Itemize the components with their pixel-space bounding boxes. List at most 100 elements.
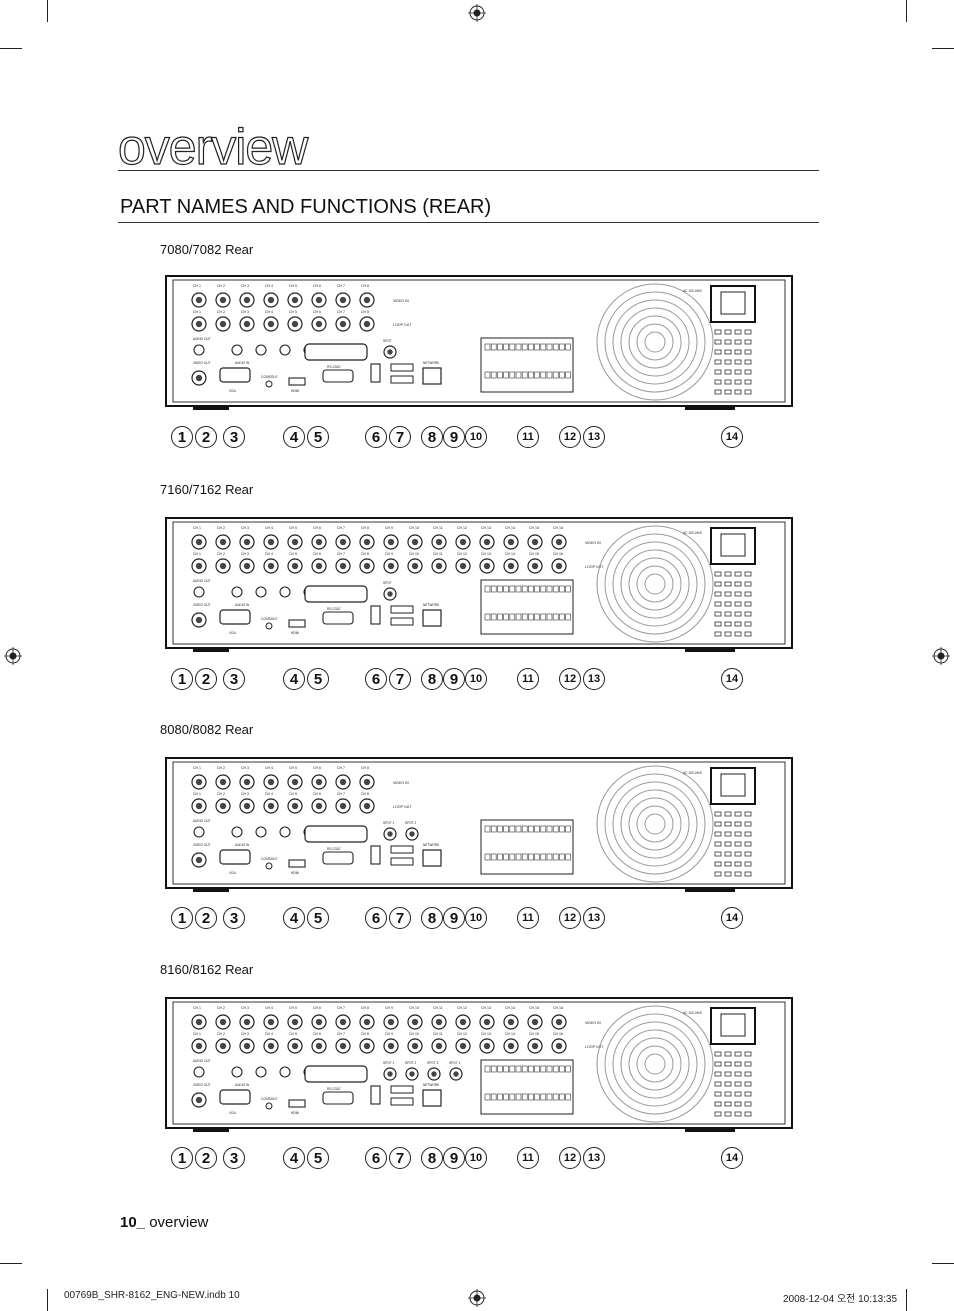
channel-label: CH 8 [361, 526, 369, 530]
fan-grille [636, 323, 674, 361]
channel-label: CH 13 [481, 1006, 491, 1010]
channel-label: CH 13 [481, 526, 491, 530]
terminal-pin [497, 1093, 503, 1101]
crop-mark [0, 48, 22, 49]
console-label: CONSOLE [261, 1097, 278, 1101]
vent-slot [734, 379, 742, 385]
panel-caption: 8160/8162 Rear [160, 962, 254, 977]
channel-label: CH 11 [433, 552, 443, 556]
vent-slot [744, 851, 752, 857]
channel-label: CH 6 [313, 552, 321, 556]
terminal-pin [540, 585, 547, 593]
video-in-label: VIDEO IN [393, 299, 409, 303]
vent-slot [714, 591, 722, 597]
vent-slot [724, 581, 732, 587]
fan-grille [596, 1005, 714, 1123]
sata-port [390, 845, 414, 854]
channel-label: CH 15 [529, 526, 539, 530]
vent-slot [714, 601, 722, 607]
terminal-pin [503, 1065, 509, 1073]
crop-mark [932, 48, 954, 49]
terminal-pin [546, 343, 553, 351]
bnc-connector-core [387, 591, 393, 597]
channel-label: CH 9 [385, 552, 393, 556]
terminal-pin [521, 853, 528, 861]
vent-slot [744, 861, 752, 867]
bnc-connector-core [219, 778, 227, 786]
bnc-connector-core [387, 562, 395, 570]
terminal-pin [565, 1093, 571, 1101]
rs232-label: RS-232C [327, 847, 341, 851]
callout-number: 6 [365, 907, 387, 929]
channel-label: CH 6 [313, 284, 321, 288]
terminal-pin [509, 613, 516, 621]
console-port [265, 1102, 273, 1110]
terminal-pin [484, 371, 491, 379]
terminal-pin [509, 853, 516, 861]
video-in-label: VIDEO IN [585, 541, 601, 545]
chassis-foot [685, 406, 735, 410]
callout-number: 12 [559, 668, 581, 690]
channel-label: CH 4 [265, 766, 273, 770]
chassis-foot [193, 648, 229, 652]
rca-connector [193, 586, 205, 598]
channel-label: CH 5 [289, 552, 297, 556]
hdmi-port [288, 859, 306, 868]
terminal-pin [515, 1093, 522, 1101]
channel-label: CH 6 [313, 526, 321, 530]
channel-label: CH 4 [265, 310, 273, 314]
fan-grille [620, 307, 690, 377]
vent-slot [714, 821, 722, 827]
sata-port [390, 1097, 414, 1106]
terminal-pin [490, 343, 497, 351]
loop-out-label: LOOP OUT [585, 565, 604, 569]
rear-panel-drawing: CH 1CH 1CH 2CH 2CH 3CH 3CH 4CH 4CH 5CH 5… [165, 997, 793, 1132]
vent-slot [744, 379, 752, 385]
video-in-label: VIDEO IN [585, 1021, 601, 1025]
vga-label: VGA [229, 1111, 237, 1115]
bnc-connector-core [195, 1096, 203, 1104]
terminal-pin [515, 343, 522, 351]
bnc-connector-core [409, 831, 415, 837]
vent-slot [724, 369, 732, 375]
terminal-pin [497, 853, 503, 861]
vent-slot [744, 1051, 752, 1057]
bnc-connector-core [195, 778, 203, 786]
bnc-connector-core [219, 296, 227, 304]
bnc-connector-core [363, 320, 371, 328]
terminal-pin [490, 585, 497, 593]
callout-number: 6 [365, 1147, 387, 1169]
terminal-pin [528, 371, 534, 379]
bnc-connector-core [291, 1042, 299, 1050]
vent-slot [734, 389, 742, 395]
callout-number: 1 [171, 1147, 193, 1169]
terminal-pin [559, 1093, 565, 1101]
channel-label: CH 16 [553, 526, 563, 530]
power-label: AC 100-240V [683, 1011, 703, 1015]
fan-grille [612, 781, 698, 867]
spot-label: SPOT 2 [405, 1061, 417, 1065]
terminal-pin [484, 825, 491, 833]
fan-grille [636, 565, 674, 603]
terminal-pin [528, 1093, 534, 1101]
vent-slot [724, 1051, 732, 1057]
channel-label: CH 7 [337, 792, 345, 796]
bnc-connector-core [387, 1071, 393, 1077]
channel-label: CH 12 [457, 1006, 467, 1010]
callout-number: 2 [195, 907, 217, 929]
bnc-connector-core [291, 538, 299, 546]
vent-slot [714, 611, 722, 617]
bnc-connector-core [315, 296, 323, 304]
bnc-connector-core [507, 562, 515, 570]
channel-label: CH 2 [217, 310, 225, 314]
sata-port [390, 1085, 414, 1094]
channel-label: CH 6 [313, 310, 321, 314]
vent-slot [734, 1101, 742, 1107]
channel-label: CH 7 [337, 1032, 345, 1036]
terminal-pin [528, 853, 534, 861]
vent-slot [714, 841, 722, 847]
bnc-connector-core [483, 1018, 491, 1026]
console-port [265, 862, 273, 870]
vent-slot [734, 851, 742, 857]
terminal-pin [540, 1093, 547, 1101]
